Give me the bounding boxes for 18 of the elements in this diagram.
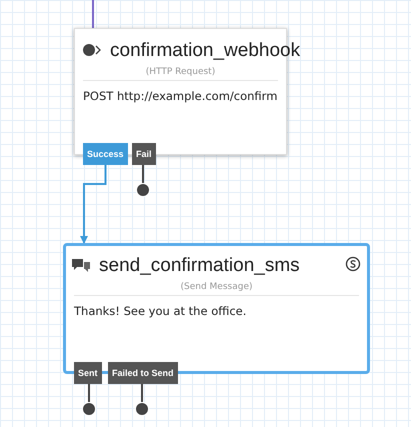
sent-tab: Sent [74, 362, 102, 384]
node-title: send_confirmation_sms [99, 255, 300, 277]
node-type: (HTTP Request) [144, 67, 216, 77]
fail-tab: Fail [132, 143, 156, 165]
node-type: (Send Message) [180, 282, 254, 292]
connector-endpoint [136, 183, 150, 197]
node-body-text: Thanks! See you at the office. [74, 304, 246, 318]
connector-endpoint [82, 402, 96, 416]
node-body-text: POST http://example.com/confirm [83, 89, 278, 103]
connector-line [88, 384, 90, 402]
connector-line [80, 165, 106, 244]
connector-line [141, 384, 143, 402]
failed-to-send-tab: Failed to Send [108, 362, 178, 384]
connector-line [92, 0, 94, 28]
connector-line [142, 165, 144, 183]
success-tab: Success [83, 143, 128, 165]
connector-endpoint [135, 402, 149, 416]
node-title: confirmation_webhook [110, 40, 300, 62]
